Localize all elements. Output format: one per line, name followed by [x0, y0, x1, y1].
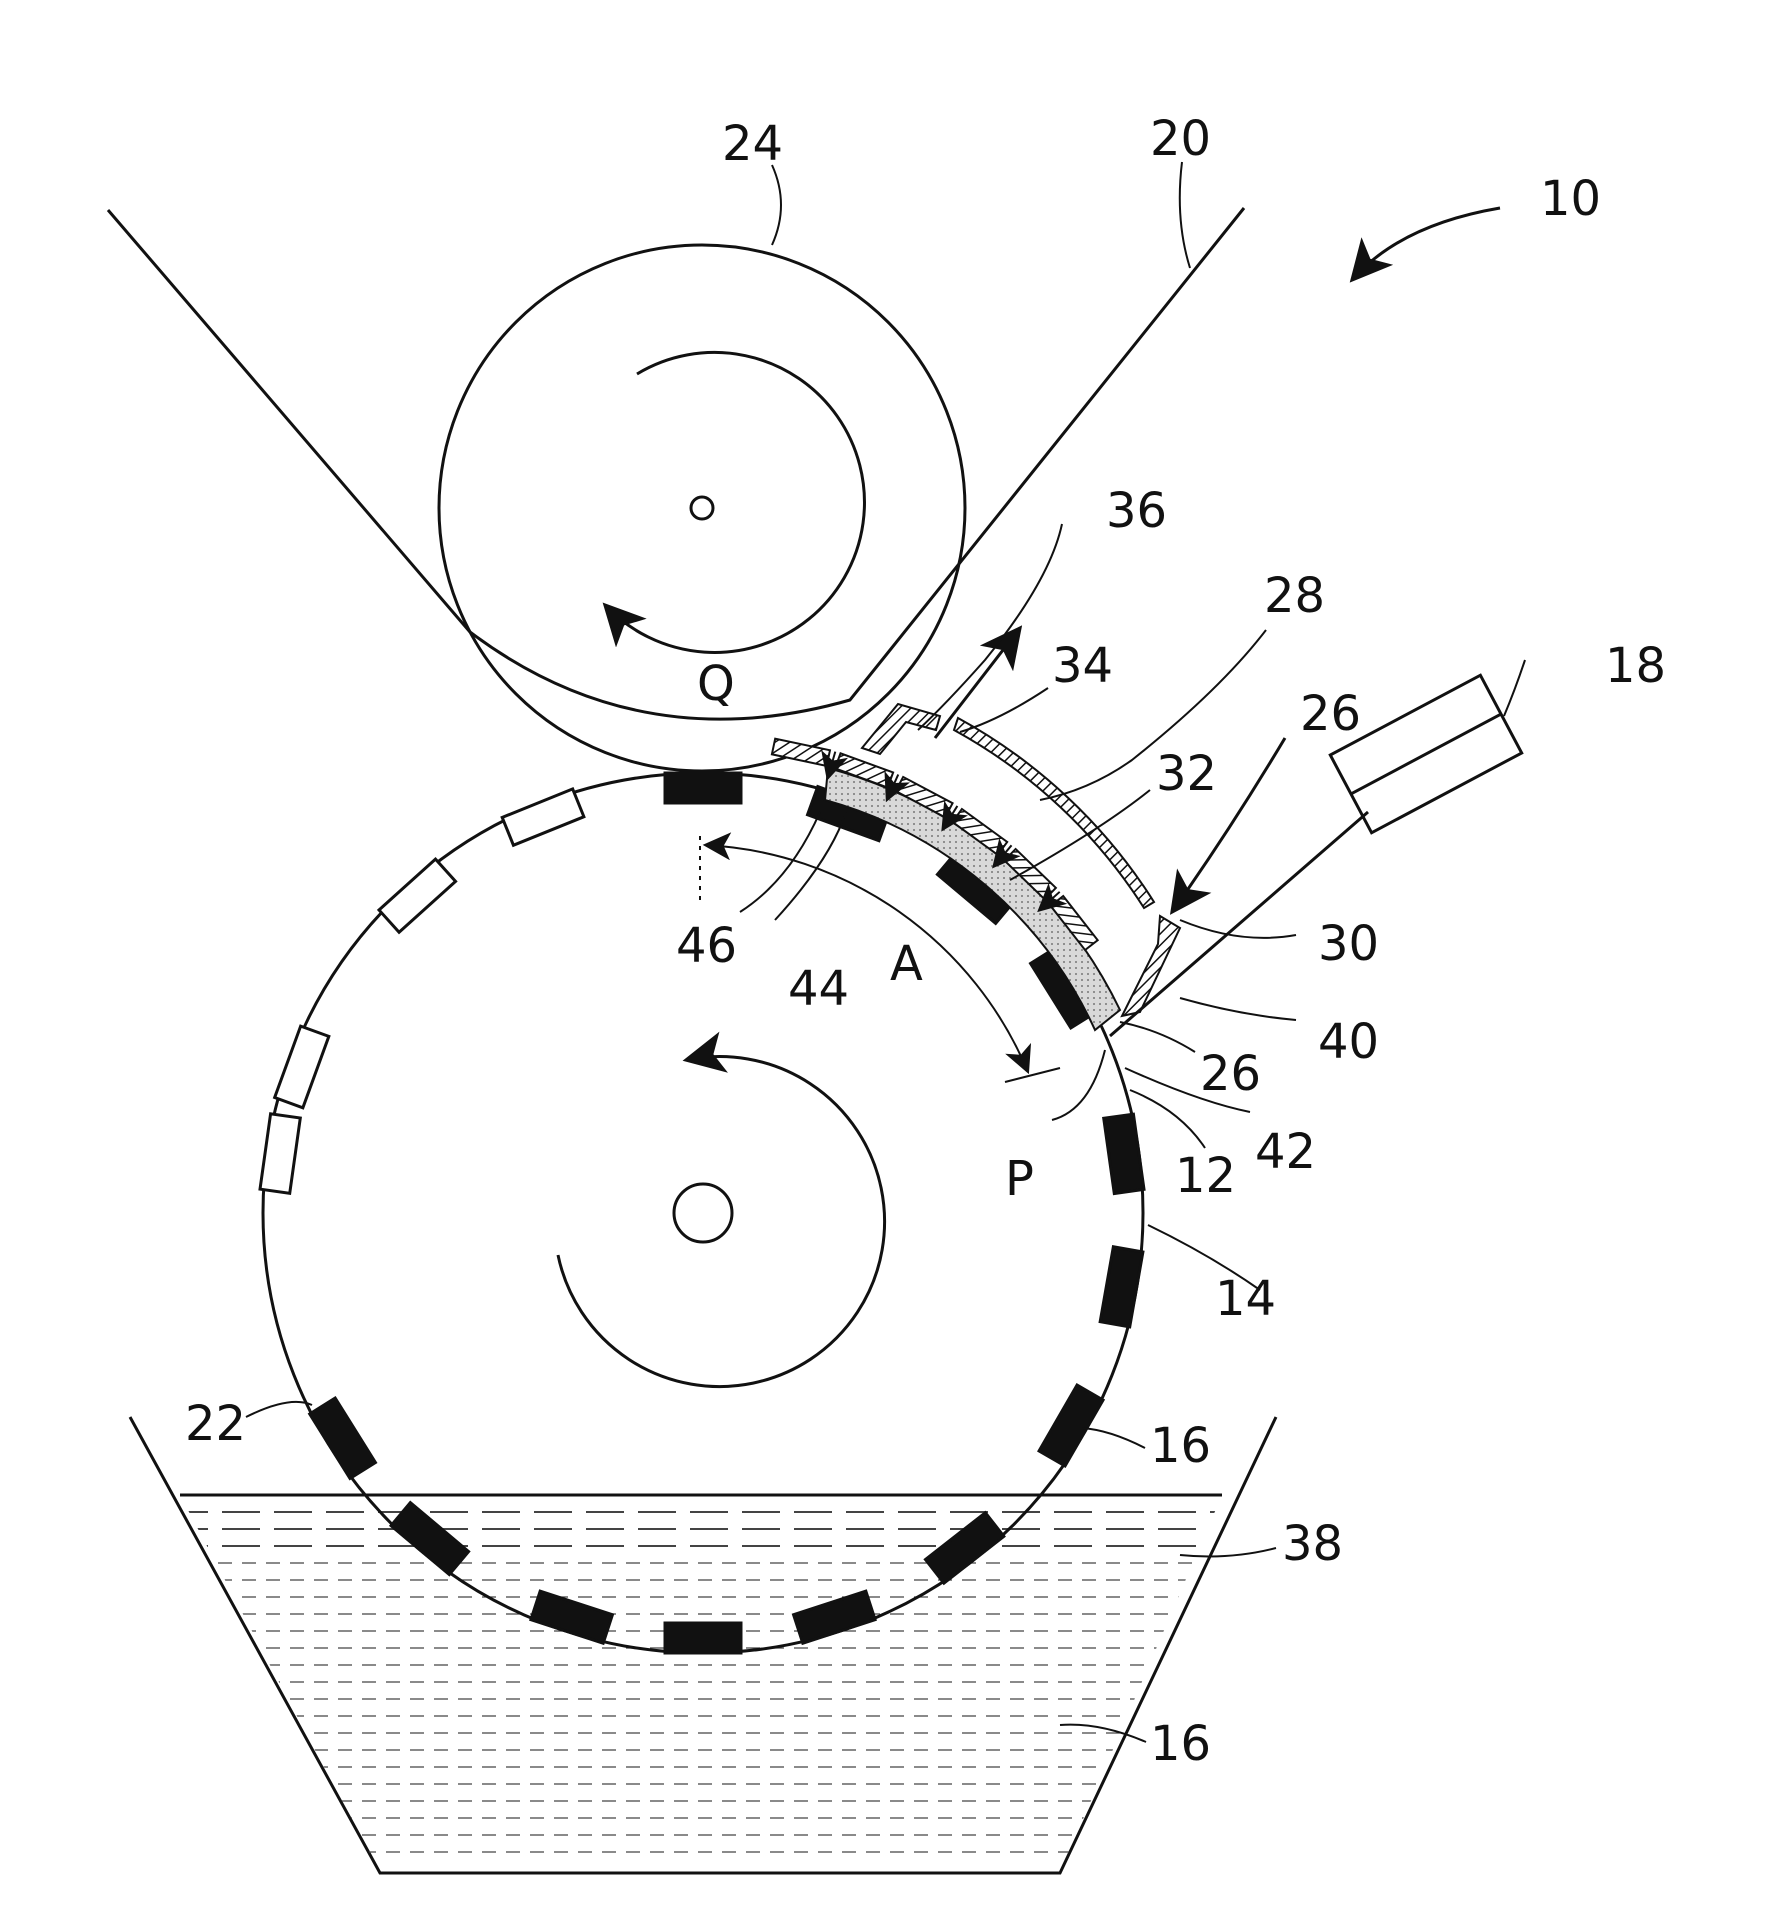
ink-mark [665, 773, 741, 803]
ink-mark [391, 1503, 469, 1575]
ink-mark [794, 1591, 876, 1643]
device-arrow [1352, 208, 1500, 280]
ink-mark [925, 1513, 1003, 1583]
empty-mark [275, 1026, 329, 1108]
label-bath-16: 16 [1150, 1716, 1211, 1772]
ink-mark [1104, 1114, 1144, 1193]
empty-mark [260, 1114, 300, 1193]
ink-mark [665, 1623, 741, 1653]
ink-mark [531, 1591, 613, 1643]
label-liquid: 38 [1282, 1516, 1343, 1572]
label-range-a: A [890, 936, 923, 992]
empty-mark [502, 789, 584, 845]
outlet-arrow [935, 628, 1020, 738]
ink-mark [310, 1398, 376, 1478]
label-ink-16: 16 [1150, 1418, 1211, 1474]
label-outlet: 34 [1052, 638, 1113, 694]
label-unit-arrow: 26 [1300, 686, 1361, 742]
hood-left-wall [862, 704, 940, 754]
label-drum: 14 [1215, 1271, 1276, 1327]
label-sheet: 20 [1150, 111, 1211, 167]
label-42: 42 [1255, 1124, 1316, 1180]
rotation-arrow-drum [558, 1057, 885, 1387]
label-light: 18 [1605, 638, 1666, 694]
label-46: 46 [676, 918, 737, 974]
label-spot: 22 [185, 1396, 246, 1452]
label-point-p: P [1005, 1151, 1034, 1207]
liquid-hatching [170, 1512, 1230, 1852]
label-nozzles: 32 [1156, 746, 1217, 802]
empty-mark [379, 859, 456, 932]
label-nozzle-26: 26 [1200, 1046, 1261, 1102]
ink-mark [1100, 1247, 1143, 1327]
label-roller: 24 [722, 116, 783, 172]
label-outlet-arrow: 36 [1106, 483, 1167, 539]
rotation-arrow-upper [605, 352, 864, 652]
label-gas: 40 [1318, 1014, 1379, 1070]
label-point-q: Q [697, 656, 735, 712]
label-drum-12: 12 [1175, 1148, 1236, 1204]
label-device: 10 [1540, 171, 1601, 227]
ink-mark [1039, 1385, 1103, 1466]
label-wall: 30 [1318, 916, 1379, 972]
label-44: 44 [788, 961, 849, 1017]
label-hood: 28 [1264, 568, 1325, 624]
